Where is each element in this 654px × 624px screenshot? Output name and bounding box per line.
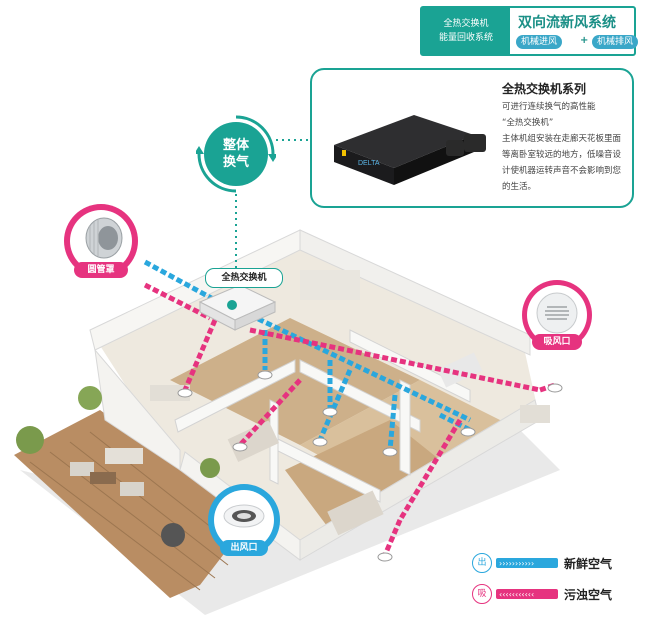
wooden-deck xyxy=(14,410,250,598)
svg-text:›››››››››››: ››››››››››› xyxy=(499,559,534,568)
fresh-air-arrows: ››››››››››› xyxy=(496,558,558,568)
banner-left-line1: 全热交换机 xyxy=(443,19,489,29)
fresh-air-symbol: 出 xyxy=(472,553,492,573)
svg-text:‹‹‹‹‹‹‹‹‹‹‹: ‹‹‹‹‹‹‹‹‹‹‹ xyxy=(499,590,534,599)
heat-exchanger-image: DELTA xyxy=(334,115,486,185)
intake-vent-icon xyxy=(527,285,587,345)
product-desc-line: 的生活。 xyxy=(502,182,537,192)
unit-label: 全热交换机 xyxy=(205,268,283,288)
product-card: DELTA 全热交换机系列 可进行连续换气的高性能 “全热交换机” 主体机组安装… xyxy=(310,68,634,208)
product-desc-line: “全热交换机” xyxy=(502,118,554,128)
plus-sign: + xyxy=(580,35,589,46)
round-hood-icon xyxy=(70,210,132,272)
exhaust-air-arrows: ‹‹‹‹‹‹‹‹‹‹‹ xyxy=(496,589,558,599)
intake-vent-label: 吸风口 xyxy=(532,334,582,350)
round-hood-label: 圆管罩 xyxy=(74,262,128,278)
outlet-vent-icon xyxy=(214,490,274,550)
intake-vent-callout: 吸风口 xyxy=(522,280,592,350)
pill-mechanical-intake: 机械进风 xyxy=(516,35,563,49)
product-desc-line: 主体机组安装在走廊天花板里面 xyxy=(502,134,622,144)
round-hood-callout: 圆管罩 xyxy=(64,204,138,278)
swap-line2: 换气 xyxy=(222,155,249,170)
outlet-vent-callout: 出风口 xyxy=(208,484,280,556)
banner-left-line2: 能量回收系统 xyxy=(438,33,493,43)
banner-left-block: 全热交换机 能量回收系统 xyxy=(422,8,510,54)
banner-title: 双向流新风系统 xyxy=(518,15,616,31)
circular-arrows-icon xyxy=(196,115,276,193)
exhaust-air-label: 污浊空气 xyxy=(564,588,613,602)
delta-logo: DELTA xyxy=(358,160,380,167)
product-desc-line: 计使机器运转声音不会影响到您 xyxy=(502,166,622,176)
pill-mechanical-exhaust: 机械排风 xyxy=(592,35,639,49)
product-title: 全热交换机系列 xyxy=(502,82,587,96)
product-desc-line: 等离卧室较远的地方，低噪音设 xyxy=(502,150,622,160)
swap-inner: 整体 换气 xyxy=(204,122,268,186)
product-desc-line: 可进行连续换气的高性能 xyxy=(502,102,596,112)
outlet-vent-label: 出风口 xyxy=(220,540,268,556)
fresh-air-label: 新鲜空气 xyxy=(564,557,613,571)
swap-line1: 整体 xyxy=(222,138,249,153)
whole-house-ventilation-badge: 整体 换气 xyxy=(196,114,276,194)
system-banner: 全热交换机 能量回收系统 双向流新风系统 机械进风 + 机械排风 xyxy=(420,6,639,56)
exhaust-air-symbol: 吸 xyxy=(472,584,492,604)
